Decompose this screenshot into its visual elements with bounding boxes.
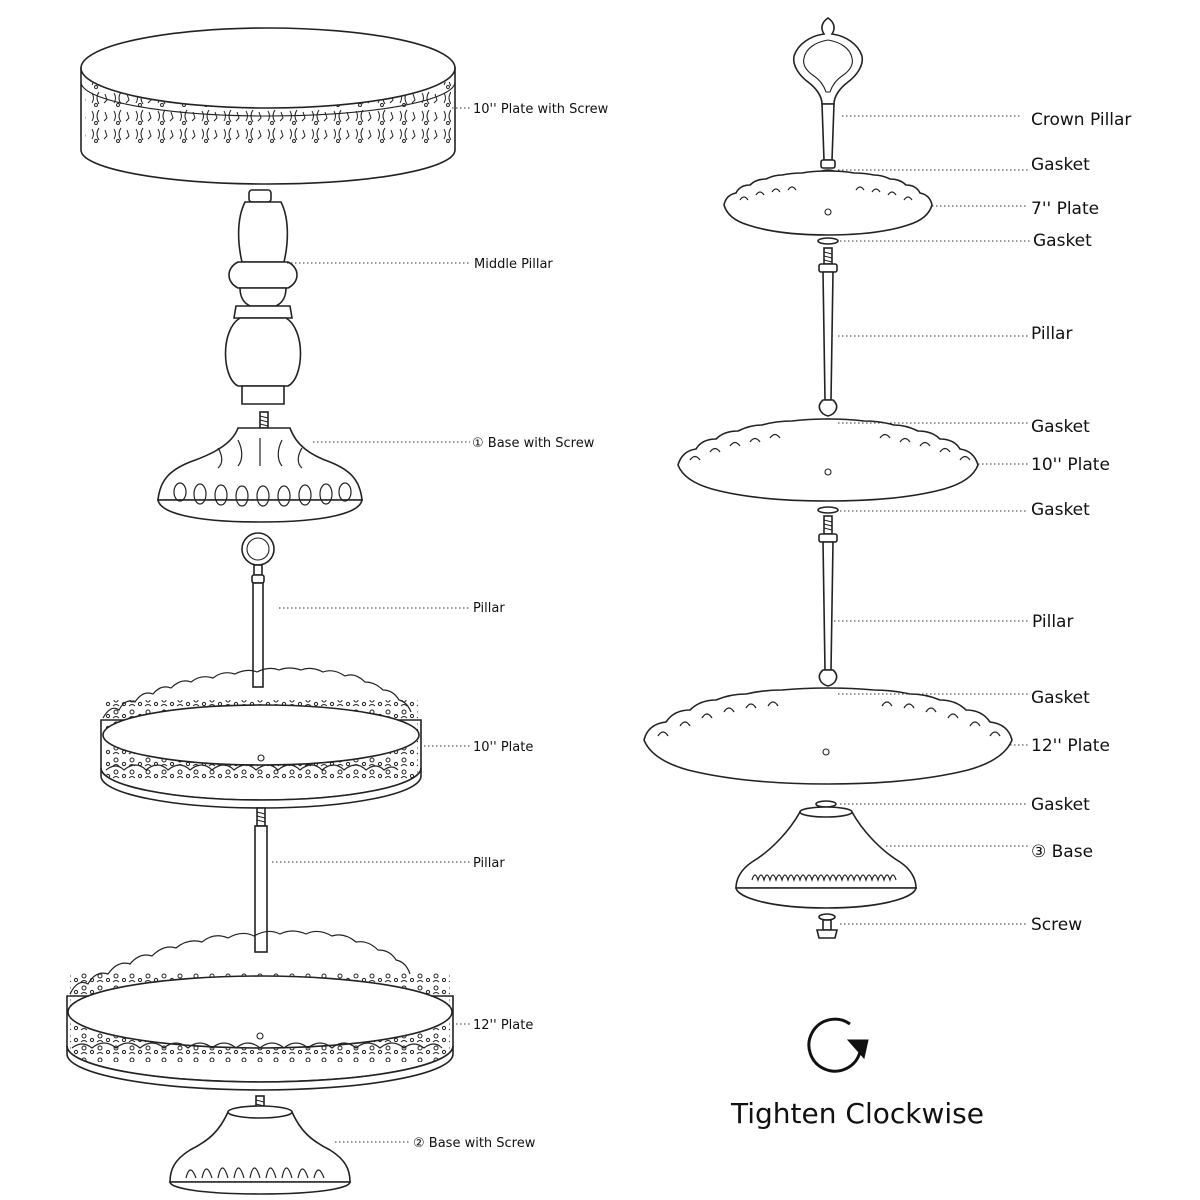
label-crown-pillar: Crown Pillar — [1031, 110, 1131, 130]
left-middle-pillar — [224, 189, 302, 405]
label-screw: Screw — [1031, 915, 1082, 935]
left-base-1 — [157, 411, 363, 523]
left-plate-mid-10in — [100, 667, 422, 809]
label-base-2: ② Base with Screw — [413, 1136, 536, 1151]
right-gasket-4 — [817, 506, 839, 514]
right-leader-lines — [834, 115, 1030, 925]
left-pillar-top — [241, 532, 275, 688]
label-gasket-4: Gasket — [1031, 500, 1090, 520]
label-pillar-bottom: Pillar — [473, 856, 505, 871]
right-gasket-6 — [815, 800, 837, 808]
label-middle-pillar: Middle Pillar — [474, 257, 553, 272]
right-screw — [815, 913, 839, 939]
label-pillar-top: Pillar — [473, 601, 505, 616]
right-base-3 — [735, 806, 917, 909]
label-pillar-1: Pillar — [1031, 324, 1072, 344]
right-plate-12in — [643, 687, 1013, 785]
label-gasket-2: Gasket — [1033, 231, 1092, 251]
right-pillar-2 — [818, 515, 838, 687]
label-gasket-6: Gasket — [1031, 795, 1090, 815]
right-pillar-1 — [818, 247, 838, 417]
label-gasket-1: Gasket — [1031, 155, 1090, 175]
label-base-1: ① Base with Screw — [472, 436, 595, 451]
tighten-clockwise-text: Tighten Clockwise — [730, 1097, 984, 1130]
left-pillar-bottom — [254, 807, 268, 953]
left-plate-bottom-12in — [66, 930, 454, 1091]
left-leader-lines — [272, 107, 470, 1143]
label-pillar-2: Pillar — [1032, 612, 1073, 632]
right-plate-7in — [723, 170, 933, 236]
label-gasket-5: Gasket — [1031, 688, 1090, 708]
label-plate-mid: 10'' Plate — [473, 740, 533, 755]
label-gasket-3: Gasket — [1031, 417, 1090, 437]
label-plate-top: 10'' Plate with Screw — [473, 102, 609, 117]
rotate-clockwise-icon — [807, 1017, 869, 1073]
label-plate-12: 12'' Plate — [1031, 736, 1110, 756]
left-base-2 — [169, 1095, 351, 1195]
right-crown-pillar — [792, 17, 864, 169]
label-plate-7: 7'' Plate — [1031, 199, 1099, 219]
label-plate-10: 10'' Plate — [1031, 455, 1110, 475]
label-plate-bottom: 12'' Plate — [473, 1018, 533, 1033]
right-plate-10in — [677, 418, 979, 502]
left-plate-top-10in — [80, 27, 456, 185]
right-gasket-2 — [817, 237, 839, 245]
label-base-3: ③ Base — [1031, 842, 1093, 862]
